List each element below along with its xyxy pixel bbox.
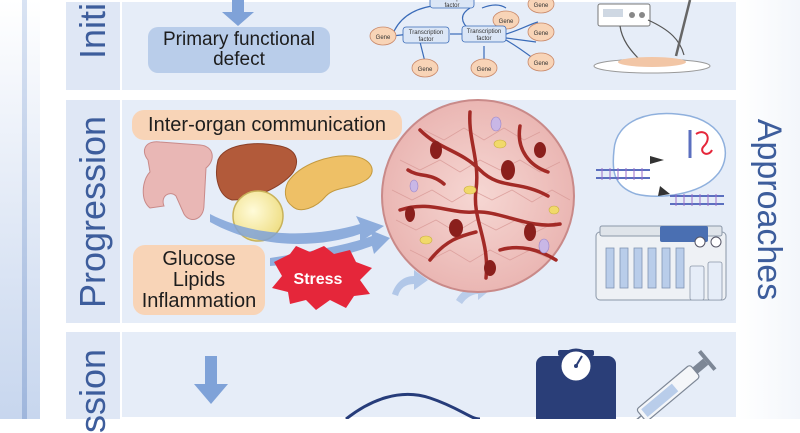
glucose-label: Glucose (162, 247, 236, 270)
gene-node-label: Gene (534, 3, 549, 9)
tf-node-label: factor (418, 37, 433, 43)
remission-stage-label: ssion (66, 332, 122, 433)
progression-stage-label: Progression (66, 100, 122, 323)
illustration-layer: Gene Gene Gene Gene Gene Gene Gene Trans… (142, 0, 727, 419)
islet-tissue-icon (381, 99, 575, 293)
inflammation-label: Inflammation (141, 289, 257, 312)
gene-node-label: Gene (499, 19, 514, 25)
gene-nodes (369, 0, 555, 78)
stress-badge: Stress (272, 246, 372, 310)
down-arrow-icon (194, 356, 228, 404)
timeline-stripe (22, 0, 27, 419)
gene-node-label: Gene (534, 61, 549, 67)
primary-defect-box: Primary functional defect (148, 27, 330, 73)
gene-node-label: Gene (418, 67, 433, 73)
metabolic-factors-box: Glucose Lipids Inflammation (133, 245, 265, 315)
electrophysiology-rig-icon (593, 0, 711, 74)
timeline-bar (0, 0, 40, 419)
perfusion-system-icon (595, 225, 727, 301)
gene-node-label: Gene (534, 31, 549, 37)
liver-icon (216, 143, 298, 201)
tf-node-label: Transcription (409, 30, 443, 36)
inter-organ-communication-box: Inter-organ communication (132, 110, 402, 140)
gene-node-label: Gene (376, 35, 391, 41)
remission-panel (64, 330, 738, 419)
pancreas-icon (284, 155, 373, 211)
crispr-icon (596, 112, 727, 206)
tf-node-label: Transcription (435, 0, 469, 2)
approaches-bar: Approaches (738, 0, 800, 419)
primary-defect-line2: defect (213, 49, 265, 70)
weighing-scale-icon (536, 348, 616, 419)
tf-node-label: factor (476, 36, 491, 42)
tf-node-label: Transcription (467, 29, 501, 35)
gene-node-label: Gene (477, 67, 492, 73)
colon-icon (142, 141, 213, 220)
primary-defect-line1: Primary functional (162, 29, 316, 50)
syringe-icon (622, 349, 717, 419)
inter-organ-communication-text: Inter-organ communication (148, 113, 386, 136)
tf-node-label: factor (444, 3, 459, 9)
down-arrow-icon (222, 0, 254, 26)
lipids-label: Lipids (172, 268, 226, 291)
initiation-stage-label: Initi (66, 2, 122, 90)
stress-label: Stress (294, 271, 343, 288)
trajectory-curve (345, 393, 481, 419)
transcription-factor-nodes (402, 0, 507, 44)
